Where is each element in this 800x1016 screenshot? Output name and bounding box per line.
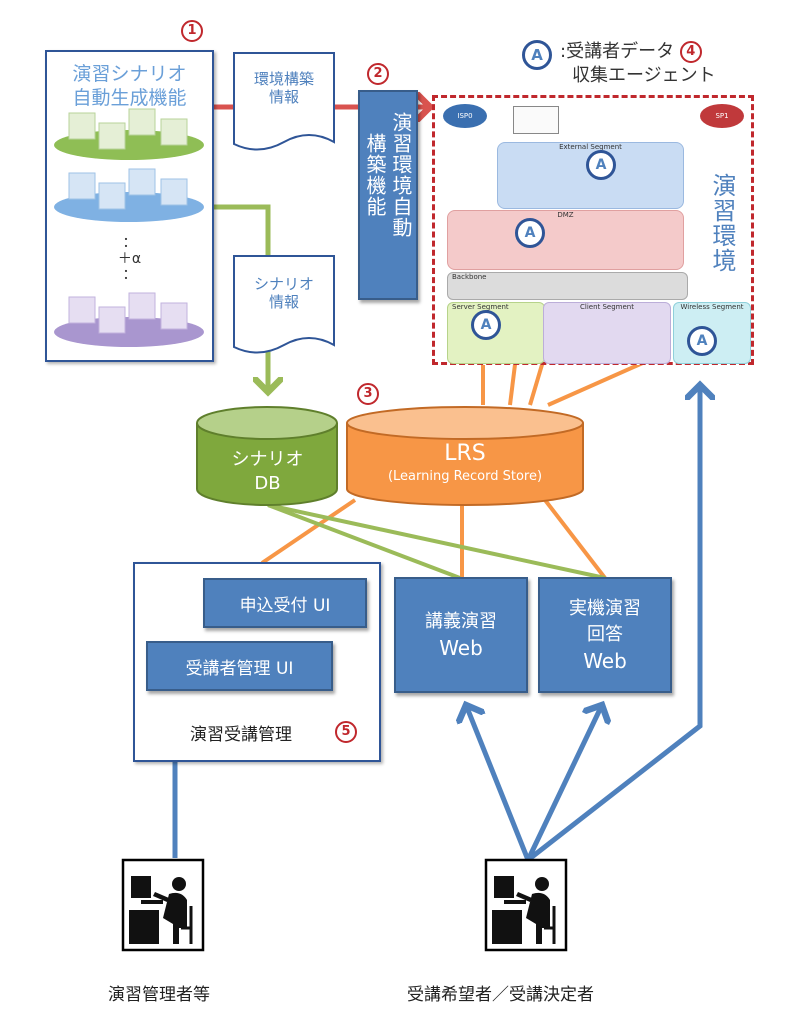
scenario-db-cylinder bbox=[196, 406, 338, 506]
training-management-label: 演習受講管理 bbox=[190, 725, 292, 745]
admin-actor-label: 演習管理者等 bbox=[108, 985, 210, 1005]
isp-right-cloud: SP1 bbox=[700, 104, 744, 128]
practical-exercise-answer-web-button[interactable]: 実機演習 回答 Web bbox=[538, 577, 672, 693]
scenario-layer-purple bbox=[54, 292, 204, 347]
scenario-info-label: シナリオ 情報 bbox=[253, 275, 314, 311]
participant-practical-arrow bbox=[525, 705, 602, 862]
scenario-gen-title: 演習シナリオ 自動生成機能 bbox=[72, 63, 187, 109]
db-lecture-link bbox=[267, 503, 461, 580]
participant-lecture-arrow bbox=[466, 705, 531, 861]
env-build-info-document bbox=[233, 52, 335, 151]
scenario-info-document bbox=[233, 255, 335, 354]
lrs-cylinder bbox=[346, 406, 584, 506]
scenario-layer-blue bbox=[54, 168, 204, 222]
env-auto-build-box: 演習環境自動 構築機能 bbox=[358, 90, 418, 300]
participant-actor-label: 受講希望者／受講決定者 bbox=[407, 985, 594, 1005]
scenario-layers-illustration bbox=[54, 108, 204, 347]
lrs-practical-link bbox=[543, 498, 607, 580]
network-legend bbox=[513, 106, 559, 134]
backbone-segment: Backbone bbox=[447, 272, 688, 300]
scenario-generation-panel: 演習シナリオ 自動生成機能 bbox=[45, 50, 214, 362]
lrs-ui-link bbox=[260, 498, 357, 565]
number-badge-5: 5 bbox=[335, 721, 357, 743]
env-build-info-label: 環境構築 情報 bbox=[253, 70, 314, 106]
number-badge-1: 1 bbox=[181, 20, 203, 42]
number-badge-2: 2 bbox=[367, 63, 389, 85]
application-ui-button[interactable]: 申込受付 UI bbox=[203, 578, 367, 628]
agent-badge-server: A bbox=[471, 310, 501, 340]
participant-env-arrow bbox=[526, 385, 700, 862]
client-segment: Client Segment bbox=[543, 302, 671, 364]
isp-left-cloud: ISP0 bbox=[443, 104, 487, 128]
participant-user-icon bbox=[484, 858, 568, 952]
exercise-environment-label: 演習環境 bbox=[708, 173, 736, 273]
agent-badge-wireless: A bbox=[687, 326, 717, 356]
participant-management-ui-button[interactable]: 受講者管理 UI bbox=[146, 641, 333, 691]
lrs-label: LRS (Learning Record Store) bbox=[387, 441, 543, 484]
db-practical-link bbox=[267, 503, 606, 580]
lecture-exercise-web-button[interactable]: 講義演習 Web bbox=[394, 577, 528, 693]
number-badge-3: 3 bbox=[357, 383, 379, 405]
dmz-segment: DMZ bbox=[447, 210, 684, 270]
more-scenarios-indicator: ： ＋α ： bbox=[117, 235, 142, 283]
scenario-layer-green bbox=[54, 108, 204, 160]
env-auto-build-label: 演習環境自動 構築機能 bbox=[363, 112, 413, 238]
number-badge-4: 4 bbox=[679, 41, 702, 63]
agent-legend-label: :受講者データ 4 収集エージェント bbox=[560, 41, 716, 86]
exercise-environment-panel: ISP0 SP1 External Segment DMZ Backbone S… bbox=[432, 95, 754, 365]
agent-badge-external: A bbox=[586, 150, 616, 180]
scenario-db-label: シナリオ DB bbox=[231, 449, 304, 494]
admin-user-icon bbox=[121, 858, 205, 952]
agent-badge-dmz: A bbox=[515, 218, 545, 248]
agent-legend-badge: A bbox=[522, 40, 552, 70]
